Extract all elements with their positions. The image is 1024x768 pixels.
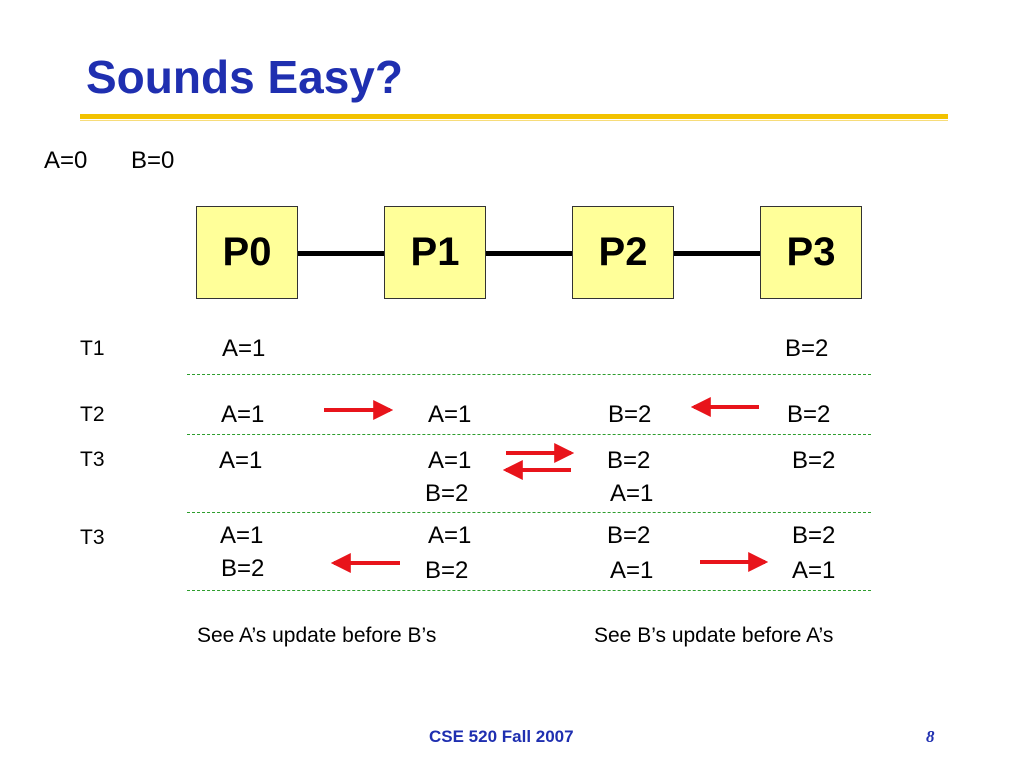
link-p2-p3: [674, 251, 761, 256]
t2-p1-value: A=1: [428, 401, 472, 428]
processor-p1: P1: [384, 206, 486, 299]
caption-right: See B’s update before A’s: [594, 624, 834, 647]
initial-a: A=0: [44, 147, 88, 174]
processor-p2: P2: [572, 206, 674, 299]
t2-p2-value: B=2: [608, 401, 652, 428]
t3a-p0-value: A=1: [219, 447, 263, 474]
t3b-p0-value-1: A=1: [220, 522, 264, 549]
row-label-t3b: T3: [80, 526, 105, 549]
t3b-p3-value-1: B=2: [792, 522, 836, 549]
title-underline: [80, 114, 948, 119]
t3b-p1-value-2: B=2: [425, 557, 469, 584]
footer-course: CSE 520 Fall 2007: [429, 727, 574, 746]
t3b-p2-value-2: A=1: [610, 557, 654, 584]
t1-p3-value: B=2: [785, 335, 829, 362]
row-divider: [187, 512, 871, 513]
t3a-p2-value-2: A=1: [610, 480, 654, 507]
t3a-p2-value-1: B=2: [607, 447, 651, 474]
t1-p0-value: A=1: [222, 335, 266, 362]
row-divider: [187, 590, 871, 591]
t3b-p1-value-1: A=1: [428, 522, 472, 549]
t3b-p2-value-1: B=2: [607, 522, 651, 549]
link-p0-p1: [298, 251, 385, 256]
row-divider: [187, 434, 871, 435]
slide-title: Sounds Easy?: [86, 51, 403, 103]
t3b-p3-value-2: A=1: [792, 557, 836, 584]
t2-p3-value: B=2: [787, 401, 831, 428]
link-p1-p2: [486, 251, 573, 256]
title-underline-shadow: [80, 120, 948, 121]
row-divider: [187, 374, 871, 375]
page-number: 8: [926, 727, 935, 746]
t2-p0-value: A=1: [221, 401, 265, 428]
row-label-t2: T2: [80, 403, 105, 426]
caption-left: See A’s update before B’s: [197, 624, 437, 647]
t3a-p1-value-1: A=1: [428, 447, 472, 474]
initial-b: B=0: [131, 147, 175, 174]
row-label-t1: T1: [80, 337, 105, 360]
t3a-p1-value-2: B=2: [425, 480, 469, 507]
processor-p0: P0: [196, 206, 298, 299]
t3a-p3-value: B=2: [792, 447, 836, 474]
row-label-t3a: T3: [80, 448, 105, 471]
t3b-p0-value-2: B=2: [221, 555, 265, 582]
processor-p3: P3: [760, 206, 862, 299]
